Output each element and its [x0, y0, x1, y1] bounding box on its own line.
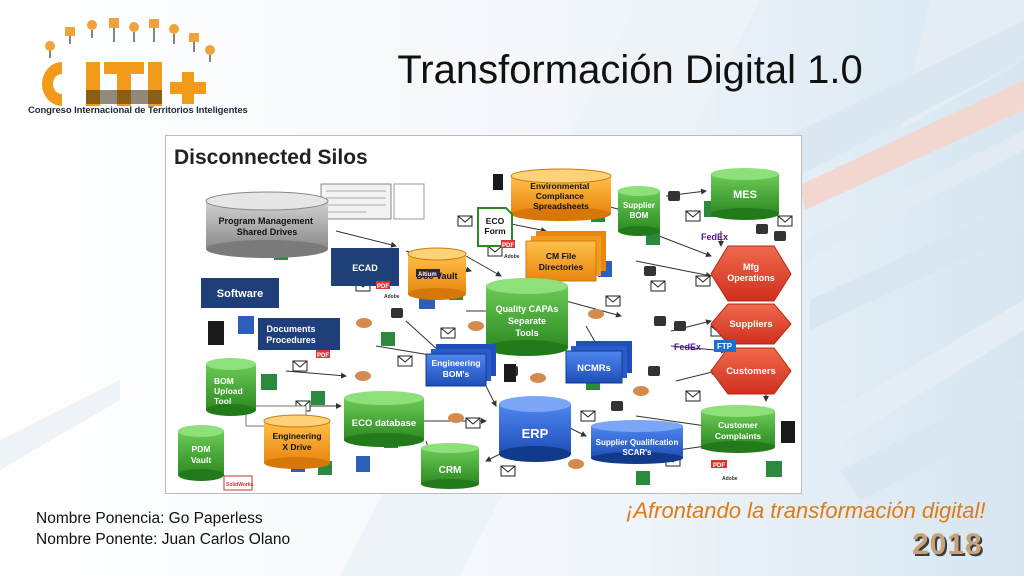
- label-suppliers: Suppliers: [729, 319, 772, 330]
- footer-speaker-info: Nombre Ponencia: Go Paperless Nombre Pon…: [36, 508, 290, 550]
- pdf-label-4: PDF: [713, 463, 725, 469]
- node-engineering-x-drive: [263, 414, 331, 469]
- altium-label: Altium: [418, 272, 437, 278]
- speaker-name: Nombre Ponente: Juan Carlos Olano: [36, 531, 291, 548]
- label-software: Software: [217, 288, 263, 300]
- server-icons: [208, 174, 795, 443]
- node-pdm-vault: [178, 425, 224, 481]
- pdf-label-2: PDF: [502, 243, 514, 249]
- citi-logo: [42, 18, 215, 106]
- node-crm: [421, 443, 479, 489]
- node-erp: [499, 396, 571, 462]
- logo-icon-arc: [45, 18, 215, 62]
- label-crm: CRM: [439, 465, 462, 476]
- brand-labels: FedEx FedEx FTP PDF PDF PDF PDF Adobe Ad…: [223, 232, 738, 491]
- node-eco-database: [344, 391, 424, 447]
- adobe-label-2: Adobe: [504, 254, 520, 260]
- label-ncmrs: NCMRs: [577, 363, 611, 374]
- diagram-canvas: Program Management Shared Drives Environ…: [174, 146, 795, 491]
- node-mfg-operations: [710, 245, 792, 302]
- pdf-label-1: PDF: [377, 284, 389, 290]
- node-mes: [711, 168, 779, 220]
- label-ecad: ECAD: [352, 263, 378, 273]
- node-quality-capas: [486, 278, 568, 356]
- event-year: 2018: [912, 528, 983, 561]
- ftp-label: FTP: [717, 342, 733, 351]
- solidworks-label: SolidWorks: [226, 482, 254, 488]
- logo-wordmark: [42, 62, 206, 106]
- node-ecad: [331, 248, 399, 286]
- diagram-title: Disconnected Silos: [174, 146, 368, 169]
- adobe-label-3: Adobe: [722, 476, 738, 482]
- disconnected-silos-diagram: Program Management Shared Drives Environ…: [165, 135, 802, 494]
- node-bom-upload-tool: [206, 358, 256, 416]
- label-eco-database: ECO database: [352, 418, 416, 429]
- svg-text:Program Management S: Program Management Shared Drives: [218, 216, 315, 237]
- adobe-label-1: Adobe: [384, 294, 400, 300]
- node-environmental-compliance: Environmental Compliance Spreadsheets: [510, 168, 612, 221]
- fedex-label-top: FedEx: [701, 232, 728, 242]
- label-mes: MES: [733, 189, 757, 201]
- node-engineering-boms: [425, 344, 496, 387]
- node-customer-complaints: [701, 405, 775, 453]
- logo-subtitle: Congreso Internacional de Territorios In…: [28, 105, 248, 116]
- pdf-label-3: PDF: [317, 353, 329, 359]
- node-cm-file-directories: [525, 231, 606, 282]
- talk-name: Nombre Ponencia: Go Paperless: [36, 510, 263, 527]
- node-ncmrs: [565, 341, 632, 384]
- hand-icons: [355, 309, 649, 469]
- label-customers: Customers: [726, 366, 776, 377]
- fedex-label-mid: FedEx: [674, 342, 701, 352]
- node-supplier-qualification: [591, 420, 683, 464]
- node-customers: [710, 347, 792, 395]
- node-suppliers: [710, 303, 792, 345]
- node-documents-procedures: [258, 318, 340, 350]
- svg-text:Environmental Compli: Environmental Compliance Spreadsheets: [530, 181, 591, 211]
- node-software: [201, 278, 279, 308]
- slide-title: Transformación Digital 1.0: [397, 48, 863, 92]
- tagline: ¡Afrontando la transformación digital!: [626, 498, 986, 523]
- node-program-management: Program Management Shared Drives: [205, 191, 329, 258]
- label-erp: ERP: [522, 426, 549, 441]
